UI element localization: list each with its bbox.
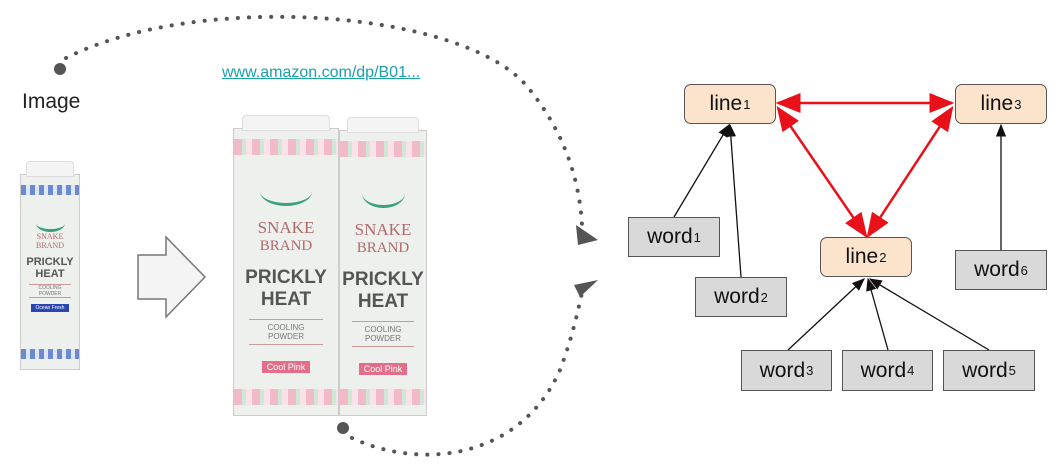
node-subscript: 6: [1020, 262, 1028, 278]
brand-text: BRAND: [356, 240, 410, 256]
transform-arrow-icon: [137, 235, 207, 319]
desc-text: COOLING: [364, 325, 402, 334]
desc-text: POWDER: [38, 291, 62, 297]
arc-arrowhead-top: [576, 225, 598, 245]
node-subscript: 2: [879, 249, 887, 265]
node-label: word: [860, 358, 907, 382]
edge-word2-line1: [725, 123, 742, 278]
node-label: word: [647, 225, 693, 248]
arc-start-dot-bottom: [337, 422, 349, 434]
product-name: HEAT: [357, 291, 409, 312]
dotted-arc-bottom: [350, 291, 584, 457]
dotted-arc-top: [64, 14, 584, 227]
brand-text: SNAKE: [257, 218, 315, 237]
edge-line1-line2: [776, 105, 868, 239]
product-name: HEAT: [260, 289, 312, 310]
desc-text: POWDER: [268, 332, 304, 341]
node-subscript: 5: [1008, 363, 1016, 378]
node-subscript: 4: [907, 363, 915, 378]
arc-start-dot: [54, 63, 66, 75]
edge-word4-line2: [866, 277, 889, 351]
edge-line3-line2: [866, 105, 954, 239]
node-label: line: [845, 245, 879, 268]
edge-word1-line1: [673, 123, 730, 218]
node-label: line: [709, 92, 743, 115]
node-label: word: [714, 285, 760, 308]
product-name: PRICKLY: [26, 256, 74, 268]
brand-text: BRAND: [35, 241, 64, 250]
desc-text: COOLING: [38, 285, 62, 291]
edge-word5-line2: [868, 278, 990, 351]
brand-text: BRAND: [259, 238, 313, 254]
product-name: PRICKLY: [245, 267, 327, 288]
node-label: word: [974, 258, 1020, 281]
node-subscript: 1: [693, 229, 701, 245]
node-subscript: 2: [760, 289, 768, 305]
arc-arrowhead-bottom: [574, 280, 598, 297]
edge-word3-line2: [787, 278, 865, 351]
variant-badge: Ocean Fresh: [30, 304, 70, 312]
brand-text: SNAKE: [354, 220, 412, 239]
variant-badge: Cool Pink: [261, 361, 311, 373]
variant-badge: Cool Pink: [358, 363, 408, 375]
node-label: word: [962, 358, 1008, 382]
product-url-link[interactable]: www.amazon.com/dp/B01...: [222, 64, 421, 81]
node-label: word: [759, 358, 806, 382]
image-label: Image: [22, 90, 81, 113]
desc-text: POWDER: [365, 334, 401, 343]
product-name: PRICKLY: [342, 269, 424, 290]
node-subscript: 3: [1014, 96, 1022, 112]
product-name: HEAT: [35, 268, 65, 280]
node-subscript: 1: [743, 96, 751, 112]
node-subscript: 3: [806, 363, 814, 378]
node-label: line: [980, 92, 1014, 115]
brand-text: SNAKE: [36, 232, 64, 241]
desc-text: COOLING: [267, 323, 305, 332]
